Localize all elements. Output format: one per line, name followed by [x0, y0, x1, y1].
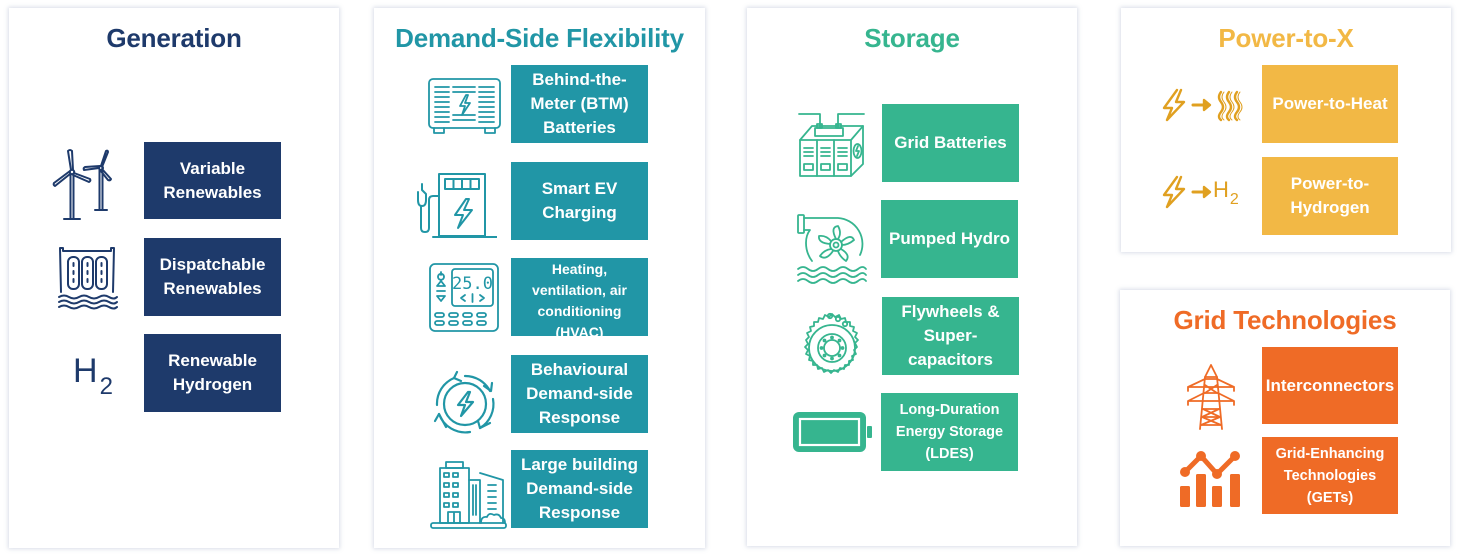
h2-subscript: 2 — [99, 373, 113, 400]
power-to-heat-box: Power-to-Heat — [1262, 65, 1398, 143]
grid-technologies-title: Grid Technologies — [1173, 305, 1397, 335]
ptx-h2-subscript: 2 — [1229, 191, 1239, 208]
storage-title: Storage — [864, 23, 960, 53]
power-to-hydrogen-box: Power-to-Hydrogen — [1262, 157, 1398, 235]
wind-turbines-icon — [51, 148, 121, 224]
power-to-hydrogen-label: Power-to-Hydrogen — [1290, 174, 1370, 217]
renewable-hydrogen-box: Renewable Hydrogen — [144, 334, 281, 412]
power-to-x-card: Power-to-X Power-to-Heat H2 Power-to-Hyd… — [1121, 8, 1451, 252]
turbine-water-icon — [796, 213, 868, 285]
ptx-h2-letter: H — [1213, 177, 1229, 202]
hvac-label: Heating, ventilation, air conditioning (… — [532, 261, 627, 336]
transmission-tower-icon — [1186, 363, 1236, 431]
power-to-heat-label: Power-to-Heat — [1272, 94, 1388, 113]
large-building-dsr-box: Large building Demand-side Response — [511, 450, 648, 528]
behavioural-dsr-box: Behavioural Demand-side Response — [511, 355, 648, 433]
hydro-dam-icon — [57, 245, 119, 311]
thermostat-reading: 25.0 — [452, 274, 493, 294]
office-buildings-icon — [429, 460, 509, 530]
bar-line-chart-icon — [1179, 450, 1245, 508]
battery-full-icon — [792, 411, 874, 453]
ptx-h2-text: H2 — [1213, 177, 1239, 209]
h2-letter: H — [73, 352, 98, 390]
generation-card: Generation Variable Renewables — [9, 8, 339, 548]
btm-batteries-label: Behind-the-Meter (BTM) Batteries — [530, 70, 629, 137]
power-to-x-title: Power-to-X — [1218, 23, 1354, 53]
interconnectors-label: Interconnectors — [1265, 375, 1395, 395]
ev-charger-icon — [415, 166, 497, 240]
variable-renewables-box: Variable Renewables — [144, 142, 281, 219]
dispatchable-renewables-box: Dispatchable Renewables — [144, 238, 281, 316]
battery-bank-icon — [798, 112, 866, 184]
interconnectors-box: Interconnectors — [1262, 347, 1398, 424]
ldes-label: Long-Duration Energy Storage (LDES) — [895, 402, 1004, 462]
variable-renewables-label: Variable Renewables — [163, 158, 262, 202]
power-to-heat-icon — [1160, 88, 1250, 122]
hvac-box: Heating, ventilation, air conditioning (… — [511, 258, 648, 336]
flywheels-label: Flywheels & Super-capacitors — [901, 302, 1000, 369]
large-building-dsr-label: Large building Demand-side Response — [520, 455, 639, 522]
cycle-lightning-icon — [430, 369, 502, 439]
smart-ev-charging-box: Smart EV Charging — [511, 162, 648, 240]
pumped-hydro-label: Pumped Hydro — [889, 229, 1010, 248]
renewable-hydrogen-label: Renewable Hydrogen — [168, 351, 257, 394]
hydrogen-h2-icon: H2 — [73, 352, 113, 400]
home-battery-icon — [427, 77, 503, 137]
btm-batteries-box: Behind-the-Meter (BTM) Batteries — [511, 65, 648, 143]
flywheel-icon — [795, 311, 869, 383]
pumped-hydro-box: Pumped Hydro — [881, 200, 1018, 278]
gets-label: Grid-Enhancing Technologies (GETs) — [1275, 445, 1385, 506]
storage-card: Storage Grid Batteries — [747, 8, 1077, 546]
power-to-hydrogen-icon — [1160, 175, 1214, 209]
thermostat-icon: 25.0 — [428, 262, 500, 334]
grid-batteries-box: Grid Batteries — [882, 104, 1019, 182]
behavioural-dsr-label: Behavioural Demand-side Response — [526, 360, 633, 427]
demand-side-flexibility-title: Demand-Side Flexibility — [395, 23, 684, 53]
grid-technologies-card: Grid Technologies Interconnectors — [1120, 290, 1450, 546]
grid-batteries-label: Grid Batteries — [894, 133, 1007, 152]
gets-box: Grid-Enhancing Technologies (GETs) — [1262, 437, 1398, 514]
demand-side-flexibility-card: Demand-Side Flexibility Behind-the-Meter… — [374, 8, 705, 548]
smart-ev-charging-label: Smart EV Charging — [541, 179, 618, 222]
generation-title: Generation — [106, 23, 242, 53]
ldes-box: Long-Duration Energy Storage (LDES) — [881, 393, 1018, 471]
dispatchable-renewables-label: Dispatchable Renewables — [159, 255, 266, 298]
flywheels-box: Flywheels & Super-capacitors — [882, 297, 1019, 375]
